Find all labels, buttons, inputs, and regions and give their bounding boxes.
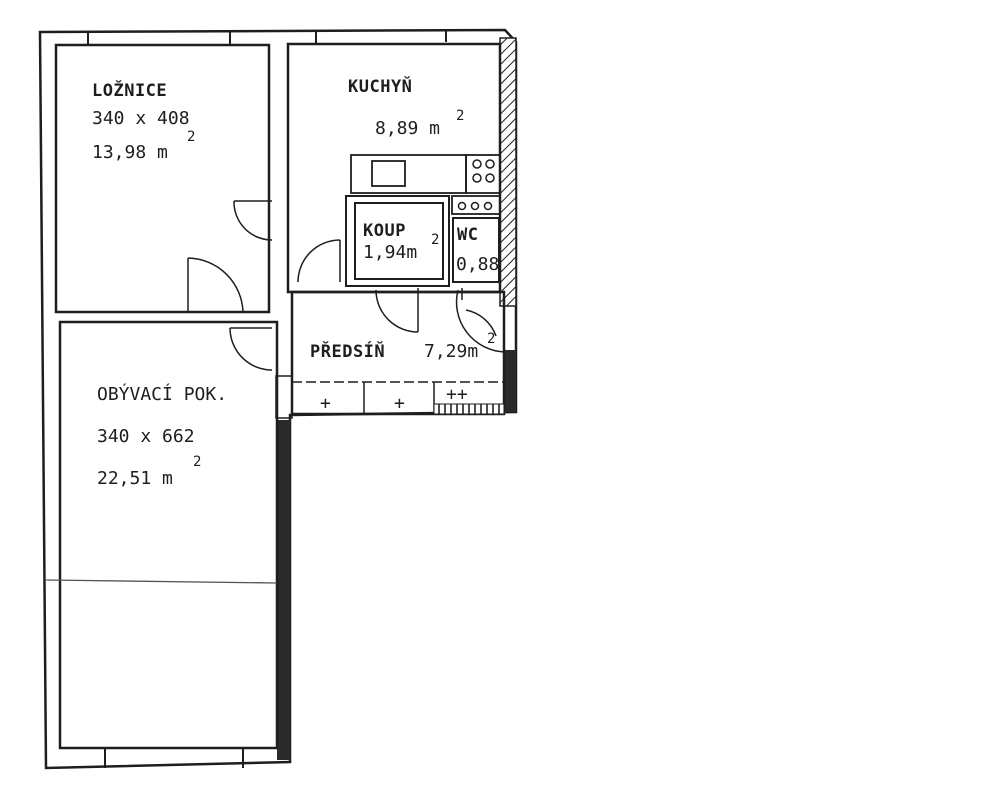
- bathroom-name: KOUP: [363, 221, 406, 241]
- hallway-area: 7,29m: [424, 341, 478, 362]
- label-hallway: PŘEDSÍŇ 7,29m 2: [310, 331, 495, 362]
- door-bedroom: [187, 257, 244, 313]
- kitchen-name: KUCHYŇ: [348, 75, 412, 97]
- bathroom-area-sup: 2: [431, 232, 439, 248]
- shaft-pipes-icon: [457, 201, 493, 211]
- kitchen-area: 8,89 m: [375, 118, 440, 139]
- room-bathroom-outer: [345, 195, 450, 287]
- closet-marker-1: +: [320, 393, 331, 414]
- hatched-wall: [499, 37, 517, 307]
- bearing-wall-stub: [505, 350, 516, 412]
- bedroom-dimensions: 340 x 408: [92, 108, 190, 129]
- label-wc: WC 0,88: [456, 225, 499, 275]
- wc-name: WC: [457, 225, 478, 245]
- room-bathroom: [354, 202, 444, 280]
- shoe-grille: [433, 403, 505, 415]
- bearing-wall: [277, 420, 290, 760]
- stove-burners-icon: [472, 159, 495, 183]
- window-bottom: [104, 748, 244, 768]
- living-area-sup: 2: [193, 454, 201, 470]
- room-hallway: [290, 290, 506, 416]
- door-kitchen: [297, 239, 341, 283]
- windows-top: [87, 30, 447, 44]
- room-wc: [452, 217, 500, 283]
- bedroom-area: 13,98 m: [92, 142, 168, 163]
- kitchen-area-sup: 2: [456, 108, 464, 124]
- kitchen-counter: [350, 154, 467, 194]
- wc-area: 0,88: [456, 254, 499, 275]
- hallway-area-sup: 2: [487, 331, 495, 347]
- closet-markers: + + ++: [320, 384, 468, 414]
- door-bedroom-hall: [233, 200, 273, 241]
- living-area: 22,51 m: [97, 468, 173, 489]
- fold-crease: [45, 579, 278, 584]
- closet-marker-3: ++: [446, 384, 468, 405]
- hallway-name: PŘEDSÍŇ: [310, 340, 385, 362]
- bathroom-area: 1,94m: [363, 242, 417, 263]
- door-wc: [455, 288, 506, 353]
- closet-marker-2: +: [394, 393, 405, 414]
- kitchen-sink: [371, 160, 406, 187]
- label-kitchen: KUCHYŇ 8,89 m 2: [348, 75, 464, 139]
- door-living: [229, 327, 273, 371]
- label-bedroom: LOŽNICE 340 x 408 13,98 m 2: [92, 79, 195, 163]
- room-bedroom: [54, 43, 271, 314]
- bedroom-name: LOŽNICE: [92, 79, 167, 101]
- bedroom-area-sup: 2: [187, 129, 195, 145]
- living-name: OBÝVACÍ POK.: [97, 383, 227, 405]
- label-living: OBÝVACÍ POK. 340 x 662 22,51 m 2: [97, 383, 227, 489]
- label-bathroom: KOUP 1,94m 2: [363, 221, 439, 263]
- hall-wall-column: [275, 375, 293, 419]
- living-dimensions: 340 x 662: [97, 426, 195, 447]
- room-living: [58, 320, 279, 750]
- door-bathroom: [375, 288, 419, 333]
- kitchen-stove: [465, 154, 501, 194]
- installation-shaft: [451, 195, 501, 215]
